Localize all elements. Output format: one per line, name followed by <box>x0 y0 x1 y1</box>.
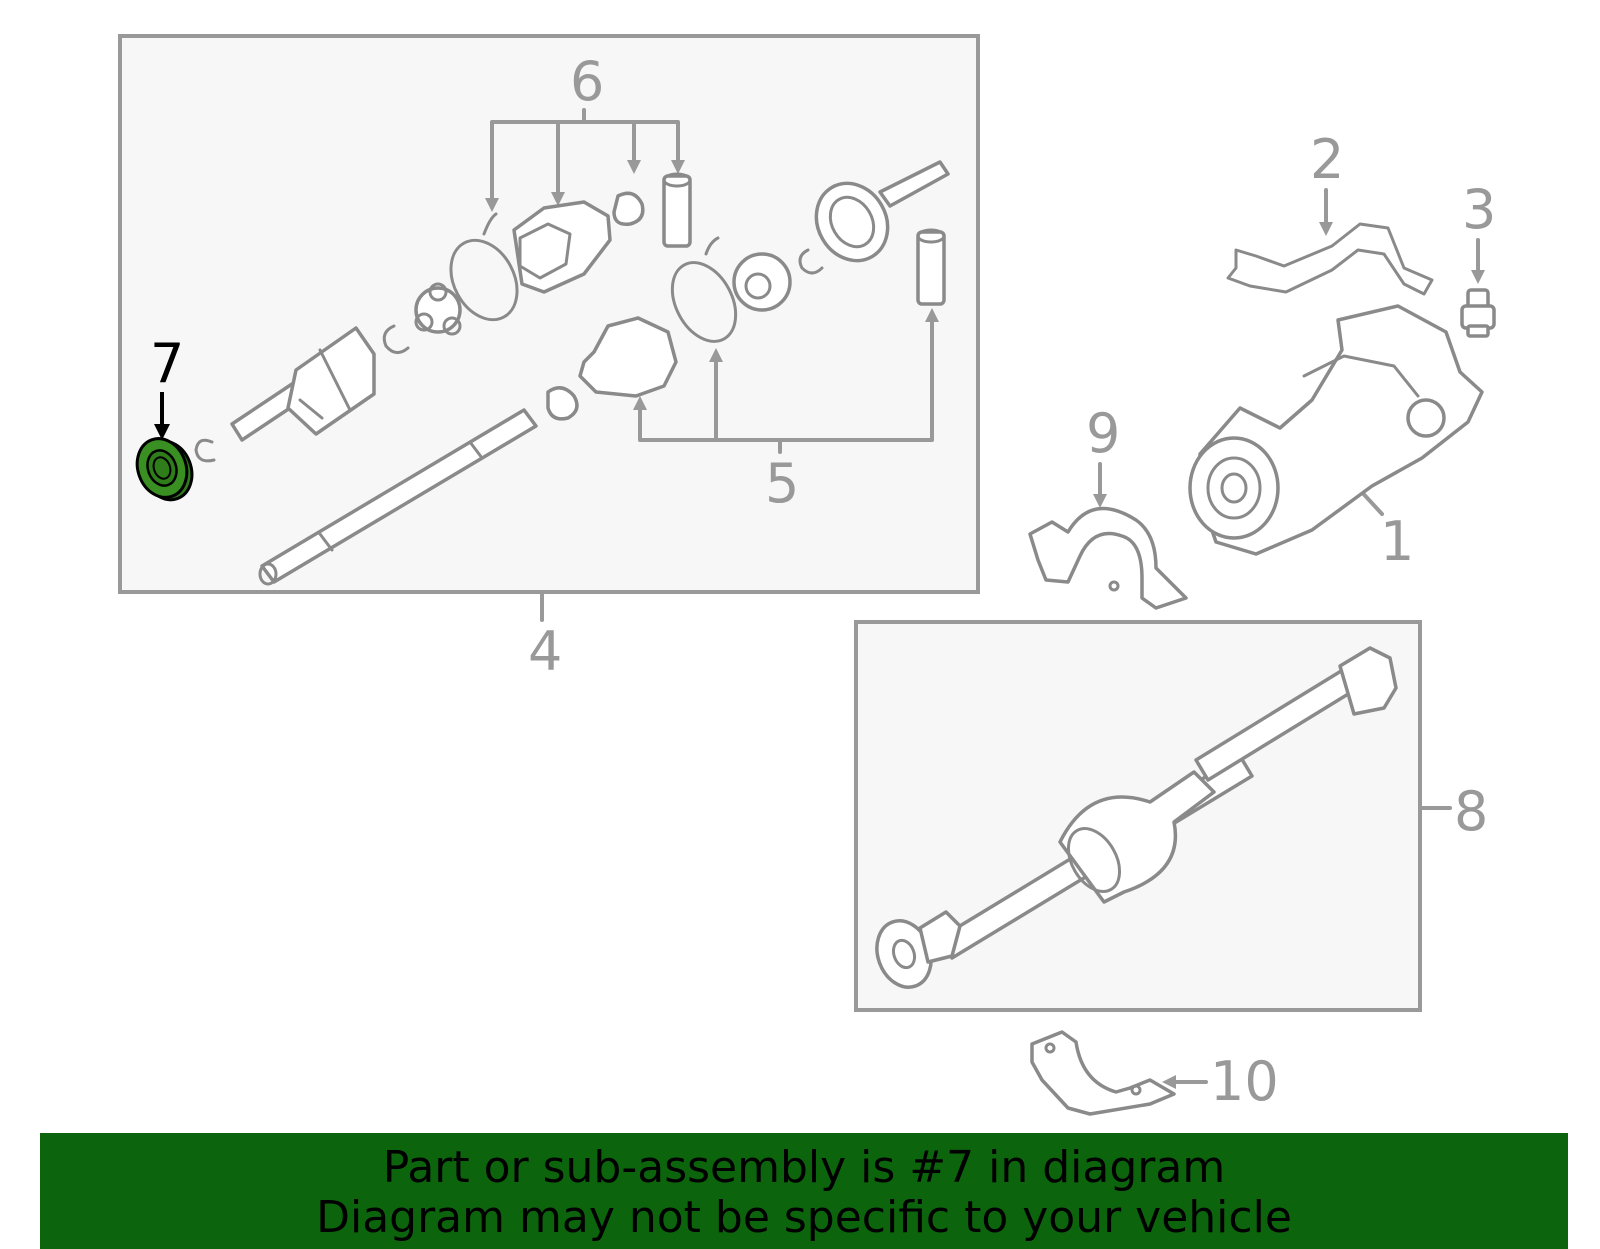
outer-cv-joint <box>814 160 950 263</box>
snap-ring <box>798 248 824 275</box>
banner-line-1: Part or sub-assembly is #7 in diagram <box>382 1142 1226 1193</box>
outer-joint-race <box>732 252 792 312</box>
banner-line-2: Diagram may not be specific to your vehi… <box>316 1192 1292 1243</box>
inner-joint-housing <box>230 326 376 442</box>
callout-8[interactable]: 8 <box>1454 780 1488 843</box>
axle-assembly-box <box>118 34 980 594</box>
callout-7[interactable]: 7 <box>150 332 184 395</box>
boot-clamp <box>546 386 579 421</box>
callout-2[interactable]: 2 <box>1310 128 1344 191</box>
circlip-small <box>194 438 216 463</box>
info-banner: Part or sub-assembly is #7 in diagram Di… <box>40 1133 1568 1249</box>
parts-diagram: 4 8 6 5 7 2 3 9 1 10 <box>118 34 1496 1116</box>
inner-boot <box>512 200 612 294</box>
part-9-bracket <box>1028 506 1188 610</box>
circlip <box>382 324 410 354</box>
shaft-damper <box>916 228 946 306</box>
part-7-seal[interactable] <box>129 432 200 507</box>
boot-band <box>449 238 519 322</box>
callout-6[interactable]: 6 <box>570 50 604 113</box>
callout-3[interactable]: 3 <box>1462 178 1496 241</box>
dynamic-damper <box>662 172 692 248</box>
tripod-joint <box>414 282 462 336</box>
callout-10[interactable]: 10 <box>1210 1050 1279 1113</box>
boot-band-outer <box>670 261 738 343</box>
callout-9[interactable]: 9 <box>1086 402 1120 465</box>
part-2-vent-hose <box>1226 222 1434 296</box>
outer-boot <box>578 316 678 398</box>
callout-4[interactable]: 4 <box>528 620 562 683</box>
part-1-differential <box>1188 304 1484 556</box>
small-clamp <box>612 191 645 226</box>
axle-shaft <box>258 408 538 586</box>
part-10-bracket <box>1030 1030 1176 1116</box>
callout-1[interactable]: 1 <box>1380 510 1414 573</box>
part-8-driveshaft <box>875 646 1398 989</box>
part-3-plug <box>1460 288 1496 338</box>
callout-5[interactable]: 5 <box>765 452 799 515</box>
